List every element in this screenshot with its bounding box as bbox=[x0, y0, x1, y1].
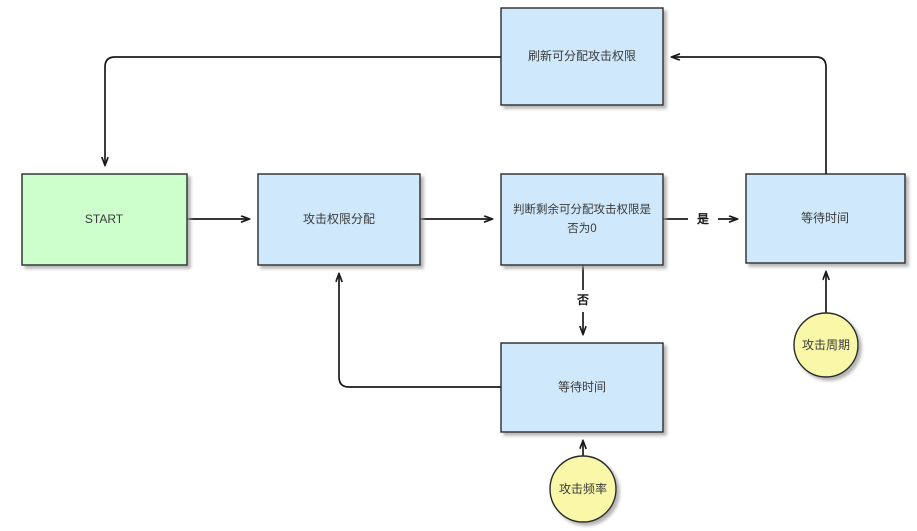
start-label: START bbox=[85, 212, 124, 226]
node-allocate-attack-quota[interactable]: 攻击权限分配 bbox=[257, 173, 421, 266]
attack-cycle-parameter-circle[interactable] bbox=[793, 312, 859, 378]
node-wait-time-cycle[interactable]: 等待时间 bbox=[745, 173, 906, 264]
check-remaining-quota-zero-box[interactable] bbox=[500, 173, 664, 266]
edge-label-yes-text: 是 bbox=[696, 212, 710, 226]
check-remaining-quota-zero-label-line1: 判断剩余可分配攻击权限是 bbox=[513, 202, 651, 216]
node-check-remaining-quota-zero[interactable]: 判断剩余可分配攻击权限是 否为0 bbox=[500, 173, 664, 266]
edge-refresh-to-start bbox=[105, 56, 501, 165]
edge-label-no-background bbox=[572, 290, 595, 312]
allocate-attack-quota-box[interactable] bbox=[257, 173, 421, 266]
refresh-attack-quota-box[interactable] bbox=[500, 7, 664, 106]
wait-time-cycle-box[interactable] bbox=[745, 173, 906, 264]
edge-label-no-text: 否 bbox=[576, 293, 589, 307]
wait-time-cycle-label: 等待时间 bbox=[801, 211, 849, 225]
wait-time-frequency-box[interactable] bbox=[500, 342, 664, 433]
edge-label-no: 否 bbox=[572, 290, 595, 312]
edge-wait-bottom-to-allocate bbox=[339, 274, 501, 388]
allocate-attack-quota-label: 攻击权限分配 bbox=[303, 212, 375, 226]
refresh-attack-quota-label: 刷新可分配攻击权限 bbox=[528, 48, 636, 63]
node-wait-time-frequency[interactable]: 等待时间 bbox=[500, 342, 664, 433]
attack-frequency-parameter-label: 攻击频率 bbox=[559, 481, 607, 496]
node-attack-cycle-parameter[interactable]: 攻击周期 bbox=[793, 312, 859, 378]
wait-time-frequency-label: 等待时间 bbox=[558, 380, 606, 394]
attack-frequency-parameter-circle[interactable] bbox=[549, 455, 617, 523]
edge-label-yes: 是 bbox=[691, 208, 715, 230]
start-box[interactable] bbox=[21, 173, 188, 266]
node-start[interactable]: START bbox=[21, 173, 188, 266]
edge-wait-right-to-refresh bbox=[672, 57, 827, 174]
edge-label-yes-background bbox=[691, 208, 715, 230]
node-attack-frequency-parameter[interactable]: 攻击频率 bbox=[549, 455, 617, 523]
attack-cycle-parameter-label: 攻击周期 bbox=[802, 338, 850, 352]
node-refresh-attack-quota[interactable]: 刷新可分配攻击权限 bbox=[500, 7, 664, 106]
check-remaining-quota-zero-label-line2: 否为0 bbox=[567, 222, 596, 235]
